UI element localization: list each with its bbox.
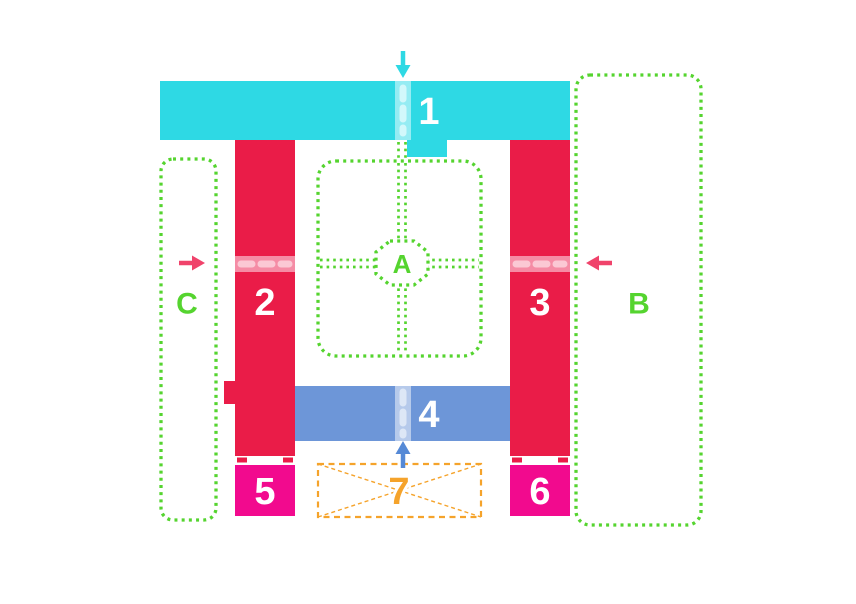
block-4-label: 4 xyxy=(418,394,439,436)
zone-a-outline xyxy=(316,159,483,358)
entry-arrow-left xyxy=(179,255,205,271)
block-6-square xyxy=(510,465,570,516)
block-7-outline xyxy=(316,462,483,519)
entry-arrow-left-head xyxy=(192,255,205,271)
block-3-bar xyxy=(510,140,570,456)
entry-arrow-right xyxy=(586,255,612,271)
entry-arrow-bottom xyxy=(395,441,411,468)
block-1-label: 1 xyxy=(418,91,439,133)
block-7-diagonal-2 xyxy=(317,463,482,518)
zone-c-label: C xyxy=(176,288,198,321)
zone-b-label: B xyxy=(628,288,650,321)
block-7-label: 7 xyxy=(388,471,409,513)
entry-arrow-right-head xyxy=(586,255,599,271)
block-3-label: 3 xyxy=(529,282,550,324)
block-5-label: 5 xyxy=(254,471,275,513)
entry-arrow-top xyxy=(395,51,411,78)
entry-arrow-top-head xyxy=(395,65,411,78)
block-7-proposed-box xyxy=(316,462,483,519)
entry-arrow-bottom-head xyxy=(395,441,411,454)
block-2-notch xyxy=(224,381,236,404)
block-2-label: 2 xyxy=(254,282,275,324)
block-1-bar xyxy=(160,81,570,140)
block-1-tab xyxy=(407,140,447,157)
block-6-label: 6 xyxy=(529,471,550,513)
zone-c-outline xyxy=(159,157,218,522)
block-5-square xyxy=(235,465,295,516)
zone-a-label: A xyxy=(393,249,412,279)
block-2-bar xyxy=(235,140,295,456)
zone-a-core-outline xyxy=(374,239,430,287)
